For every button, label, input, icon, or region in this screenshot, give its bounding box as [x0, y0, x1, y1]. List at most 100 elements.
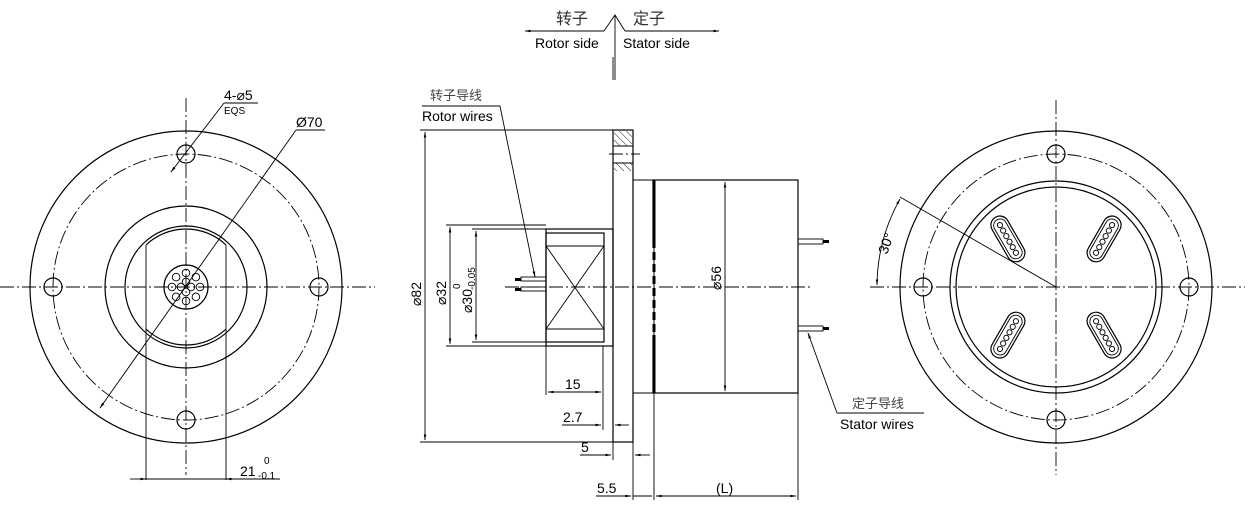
front-mounting-holes [43, 144, 329, 430]
slot-pin [1096, 323, 1103, 330]
slot-pin [1006, 238, 1013, 245]
rotor-wires-graphic [515, 276, 547, 292]
front-bolt-circle [52, 153, 320, 421]
slot-pin [1006, 329, 1013, 336]
slot-pin [1102, 233, 1109, 240]
dimL-label: (L) [716, 480, 733, 496]
slot-outline [1086, 215, 1122, 263]
hole-callout-eqs: EQS [224, 106, 245, 117]
connector-slot [1086, 215, 1122, 263]
width-dim-value: 21 [240, 463, 256, 479]
contact-pin [171, 272, 181, 282]
dia32-label: ⌀32 [433, 281, 449, 305]
slot-pin [1105, 227, 1112, 234]
slot-inner [1089, 218, 1119, 260]
slot-pin [1099, 329, 1106, 336]
rotor-housing [545, 228, 614, 347]
mounting-hole [1046, 144, 1066, 164]
rear-view: 30° [870, 100, 1245, 475]
angle-label: 30° [875, 231, 897, 256]
hole-callout-leader [170, 102, 225, 173]
contact-pin [186, 282, 196, 292]
contact-pin [195, 282, 205, 292]
slot-outline [990, 311, 1026, 359]
slot-pin [1009, 323, 1016, 330]
width-dim-tol-lower: -0.1 [258, 471, 276, 482]
mounting-hole [1046, 410, 1066, 430]
front-body-circle [104, 205, 268, 369]
front-shaft-flat-bottom [145, 328, 227, 346]
slot-pin [996, 345, 1003, 352]
rotor-wires-label: Rotor wires [422, 108, 493, 124]
mounting-hole [176, 410, 196, 430]
dim55-label: 5.5 [597, 480, 617, 496]
dia70-label: Ø70 [296, 114, 323, 130]
slot-pin [1096, 244, 1103, 251]
flange-hatch-top [614, 131, 632, 146]
rear-bolt-circle [922, 153, 1190, 421]
contact-pin [181, 268, 191, 278]
rear-outer-flange [899, 130, 1213, 444]
slot-pin [1099, 238, 1106, 245]
front-contact-cluster [163, 264, 209, 310]
dia30-tol-upper: 0 [452, 283, 463, 289]
dim27-label: 2.7 [563, 409, 583, 425]
front-rotor-circle [124, 225, 248, 349]
dia30-label: ⌀30 [459, 289, 475, 313]
dim15-label: 15 [565, 376, 581, 392]
rotor-wires-cn: 转子导线 [430, 89, 482, 104]
stator-cn-label: 定子 [633, 9, 665, 28]
width-dim-tol-upper: 0 [264, 456, 270, 467]
angle-ref-line [899, 196, 1057, 288]
slot-outline [990, 215, 1026, 263]
slot-pin [1109, 345, 1116, 352]
front-shaft-flat-top [145, 228, 227, 246]
slot-pin [1003, 334, 1010, 341]
side-legend: 转子 定子 Rotor side Stator side [524, 9, 720, 80]
slot-inner [993, 314, 1023, 356]
stator-wires-leader [807, 332, 838, 414]
stator-wires-graphic [797, 238, 829, 332]
front-contact-pins [167, 268, 205, 306]
contact-pin [191, 292, 201, 302]
connector-slot [990, 215, 1026, 263]
mounting-hole [1179, 277, 1199, 297]
contact-pin [191, 272, 201, 282]
rotor-cn-label: 转子 [556, 9, 588, 28]
stator-body [652, 179, 799, 394]
connector-slot [1086, 311, 1122, 359]
stator-side-label: Stator side [623, 35, 690, 51]
dim5-label: 5 [581, 439, 589, 455]
slot-outline [1086, 311, 1122, 359]
slot-pin [1093, 249, 1100, 256]
angle-arc [875, 198, 901, 286]
slot-pin [996, 222, 1003, 229]
front-view: Ø70 4-⌀5 EQS 21 0 -0.1 [0, 87, 375, 482]
mounting-hole [309, 277, 329, 297]
connector-slot [990, 311, 1026, 359]
slot-pin [1009, 244, 1016, 251]
contact-pin [181, 296, 191, 306]
slot-pin [1003, 233, 1010, 240]
mounting-hole [43, 277, 63, 297]
slot-pin [1000, 340, 1007, 347]
rotor-wires-leader [499, 105, 536, 278]
mounting-hole [176, 144, 196, 164]
dia56-label: ⌀56 [708, 266, 724, 290]
slot-pin [1012, 249, 1019, 256]
rear-body-circle [949, 180, 1163, 394]
dia70-leader [99, 129, 297, 409]
flange-section [612, 129, 634, 443]
slot-pin [1105, 340, 1112, 347]
stator-wires-cn: 定子导线 [852, 397, 904, 412]
flange-hatch-bottom [614, 163, 632, 171]
dia30-tol-lower: -0.05 [467, 267, 478, 290]
rear-mounting-holes [913, 144, 1199, 430]
slot-pin [1102, 334, 1109, 341]
slot-pin [1012, 318, 1019, 325]
break-symbol [603, 14, 626, 32]
dia82-label: ⌀82 [408, 282, 424, 306]
mounting-hole [913, 277, 933, 297]
slot-pin [1093, 318, 1100, 325]
hole-callout-label: 4-⌀5 [224, 87, 253, 103]
